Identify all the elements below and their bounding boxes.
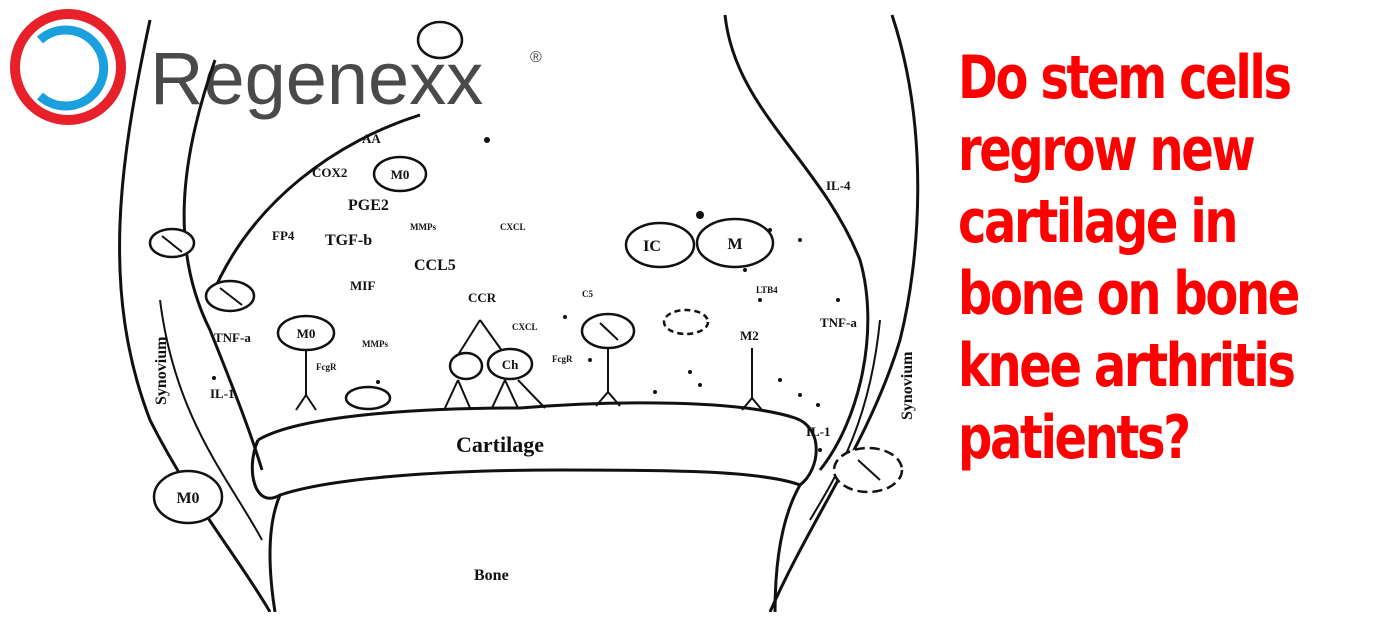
headline-line: cartilage in (958, 187, 1239, 257)
cell-m0-upper-label: M0 (391, 167, 410, 182)
cell-m0-left (276, 314, 336, 352)
outer-synovium-left-line (118, 19, 272, 613)
cell-m0-left-label: M0 (297, 326, 316, 341)
marker-fcgr-mid: FcgR (552, 354, 573, 364)
joint-capsule-top-left-line (208, 113, 421, 301)
cells: M0 M0 IC M Ch M0 (148, 20, 904, 525)
stalk-mid (595, 348, 621, 407)
cell-ic (624, 221, 696, 269)
marker-cxcl-2: CXCL (512, 322, 538, 332)
marker-fp4: FP4 (272, 228, 295, 243)
outer-synovium-right-line (768, 14, 920, 613)
joint-outline (118, 14, 920, 613)
marker-c5: C5 (582, 289, 593, 299)
label-bone: Bone (474, 567, 509, 584)
marker-cxcl: CXCL (500, 222, 526, 232)
marker-labels: AA COX2 PGE2 MMPs CXCL FP4 TGF-b CCL5 MI… (210, 131, 857, 439)
marker-mmps-2: MMPs (362, 339, 388, 349)
headline: Do stem cells regrow new cartilage in bo… (958, 42, 1300, 474)
cell-m0-upper (372, 155, 428, 193)
stalk-left (295, 350, 317, 411)
cell-m0-bottom-left (152, 469, 224, 525)
logo-ring-outer-icon (10, 9, 126, 125)
cartilage-top-line (257, 401, 818, 487)
marker-ltb4: LTB4 (756, 285, 778, 295)
synovium-inner-left-line (159, 299, 263, 541)
joint-capsule-right-line (723, 14, 870, 471)
marker-pge2: PGE2 (348, 197, 389, 214)
cell-small (344, 385, 392, 411)
cell-chondro-label: Ch (502, 357, 519, 372)
cell-chondro-2 (486, 347, 534, 381)
cell-chondro-1 (448, 351, 484, 381)
label-synovium-left: Synovium (153, 336, 170, 405)
marker-aa: AA (362, 131, 381, 146)
cell-ic-label: IC (643, 238, 661, 255)
headline-line: patients? (958, 403, 1191, 473)
cell-faint (662, 308, 710, 336)
cartilage-bottom-line (250, 439, 801, 500)
stalk-chondro (444, 379, 546, 409)
bone-left-line (268, 494, 282, 613)
joint-capsule-left-line (182, 59, 264, 471)
scatter-dots (212, 137, 840, 452)
marker-m2: M2 (740, 328, 759, 343)
marker-fcgr-left: FcgR (316, 362, 337, 372)
label-synovium-right: Synovium (899, 351, 916, 420)
headline-line: bone on bone (958, 259, 1300, 329)
marker-mif: MIF (350, 278, 375, 293)
cell-m-right (695, 217, 775, 269)
stalk-right (741, 348, 763, 411)
marker-tgf: TGF-b (325, 232, 372, 249)
marker-il1-right: IL-1 (806, 424, 831, 439)
marker-cox2: COX2 (312, 165, 347, 180)
marker-mmps: MMPs (410, 222, 436, 232)
cell-m-right-label: M (727, 236, 742, 253)
marker-ccr: CCR (468, 290, 497, 305)
logo-ring-inner-icon (36, 25, 109, 111)
marker-ccl: CCL5 (414, 257, 456, 274)
marker-il4: IL-4 (826, 178, 851, 193)
cell-m0-bottom-left-label: M0 (176, 490, 199, 507)
regenexx-logo: Regenexx ® (10, 9, 542, 125)
stalk-branch (457, 319, 506, 356)
bone-right-line (773, 484, 802, 613)
headline-line: knee arthritis (958, 331, 1296, 401)
headline-line: Do stem cells (958, 43, 1292, 113)
headline-line: regrow new (958, 115, 1256, 185)
marker-il1-left: IL-1 (210, 386, 235, 401)
label-cartilage: Cartilage (456, 432, 544, 457)
registered-mark: ® (530, 49, 542, 66)
cell-top (416, 20, 464, 60)
synovium-inner-right-line (809, 319, 881, 521)
marker-tnf-right: TNF-a (820, 315, 857, 330)
marker-tnf-left: TNF-a (214, 330, 251, 345)
